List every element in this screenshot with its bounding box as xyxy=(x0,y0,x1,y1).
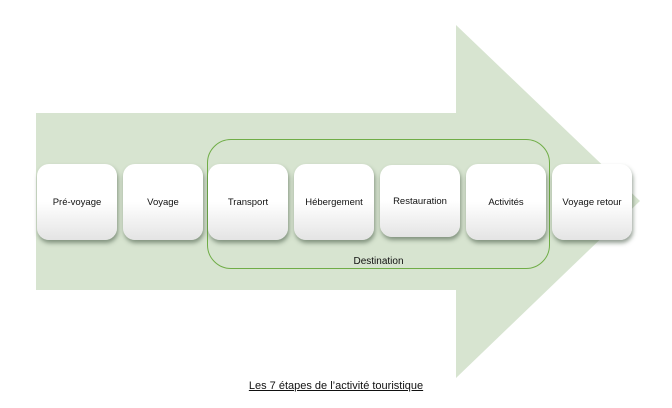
step-transport: Transport xyxy=(208,164,288,240)
step-voyage: Voyage xyxy=(123,164,203,240)
figure-caption: Les 7 étapes de l’activité touristique xyxy=(248,380,424,392)
step-restauration: Restauration xyxy=(380,165,460,237)
destination-group: Destination xyxy=(207,139,550,269)
step-activites: Activités xyxy=(466,164,546,240)
step-voyage-retour: Voyage retour xyxy=(552,164,632,240)
destination-label: Destination xyxy=(353,256,404,267)
step-pre-voyage: Pré-voyage xyxy=(37,164,117,240)
step-hebergement: Hébergement xyxy=(294,164,374,240)
